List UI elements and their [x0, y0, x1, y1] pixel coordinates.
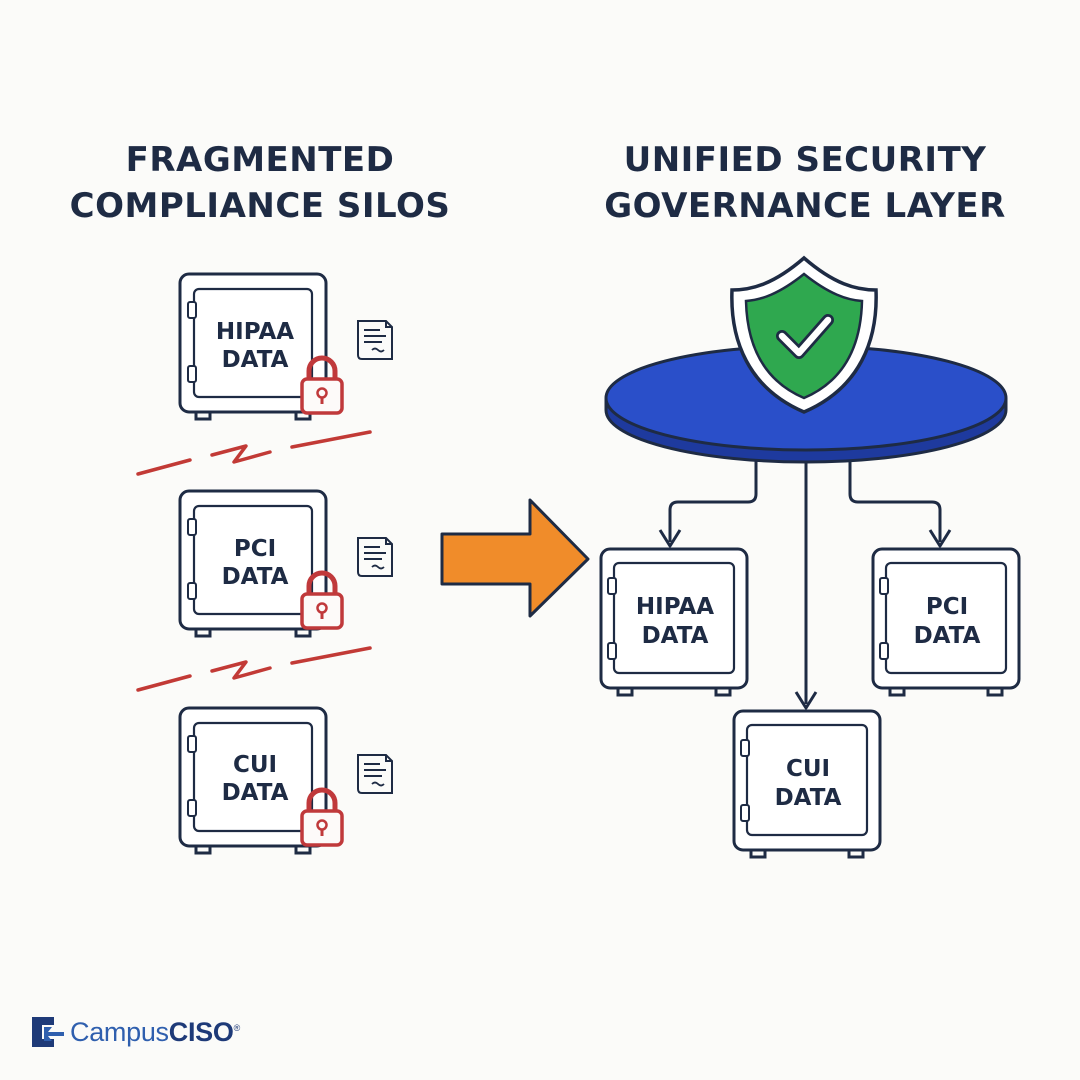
- document-scroll-icon: [357, 754, 393, 794]
- logo-wordmark: CampusCISO®: [70, 1017, 240, 1048]
- right-arrow-icon: [440, 498, 590, 618]
- shield-check-icon: [730, 255, 878, 414]
- left-vault-pci-line2: DATA: [222, 564, 289, 590]
- broken-link-crack: [136, 430, 372, 476]
- document-scroll-icon: [357, 320, 393, 360]
- document-scroll-icon: [357, 537, 393, 577]
- left-vault-cui-line2: DATA: [222, 780, 289, 806]
- arrowhead-icon: [794, 691, 818, 710]
- arrowhead-icon: [658, 529, 682, 548]
- logo-brand-suffix: CISO: [168, 1016, 234, 1047]
- left-vault-hipaa-line2: DATA: [222, 347, 289, 373]
- arrowhead-icon: [928, 529, 952, 548]
- logo-brand-prefix: Campus: [70, 1016, 169, 1047]
- left-title-line2: COMPLIANCE SILOS: [69, 186, 451, 226]
- campusciso-logo: CampusCISO®: [30, 1012, 240, 1052]
- left-vault-hipaa: HIPAA DATA: [178, 272, 393, 421]
- right-title-line1: UNIFIED SECURITY: [623, 140, 987, 180]
- right-vault-hipaa-line1: HIPAA: [636, 594, 714, 620]
- right-vault-pci-line2: DATA: [914, 623, 981, 649]
- left-panel-title: FRAGMENTED COMPLIANCE SILOS: [40, 137, 480, 229]
- left-vault-pci: PCI DATA: [178, 489, 393, 638]
- left-vault-hipaa-line1: HIPAA: [216, 319, 294, 345]
- right-vault-cui: CUI DATA: [732, 709, 882, 859]
- connector-line-pci: [848, 452, 942, 542]
- logo-mark-icon: [32, 1017, 64, 1047]
- right-title-line2: GOVERNANCE LAYER: [604, 186, 1006, 226]
- right-vault-cui-line1: CUI: [786, 756, 830, 782]
- left-vault-cui-line1: CUI: [233, 752, 277, 778]
- right-vault-cui-line2: DATA: [775, 785, 842, 811]
- right-vault-pci: PCI DATA: [871, 547, 1021, 697]
- logo-registered-mark: ®: [233, 1022, 241, 1033]
- right-vault-pci-line1: PCI: [926, 594, 968, 620]
- right-vault-hipaa-line2: DATA: [642, 623, 709, 649]
- left-title-line1: FRAGMENTED: [125, 140, 395, 180]
- left-vault-pci-line1: PCI: [234, 536, 276, 562]
- right-vault-hipaa: HIPAA DATA: [599, 547, 749, 697]
- left-vault-cui: CUI DATA: [178, 706, 393, 855]
- connector-line-hipaa: [668, 452, 758, 542]
- right-panel-title: UNIFIED SECURITY GOVERNANCE LAYER: [570, 137, 1040, 229]
- broken-link-crack: [136, 646, 372, 692]
